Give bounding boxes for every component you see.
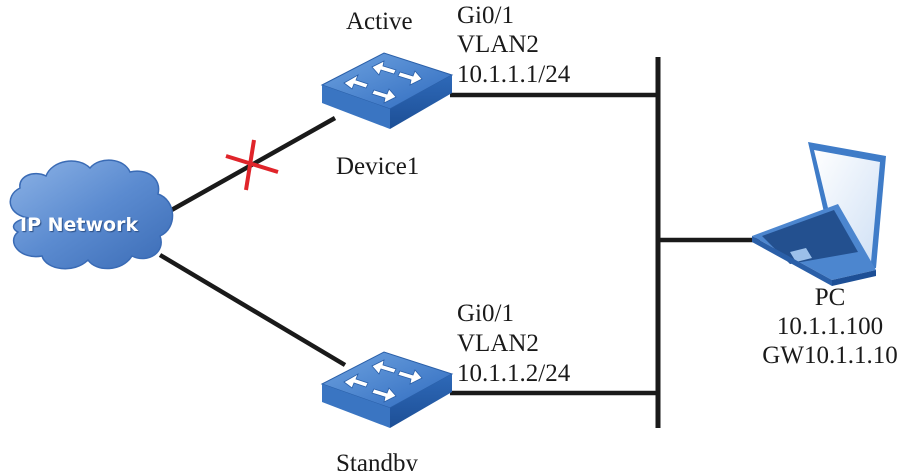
device1-interface-label: Gi0/1 — [457, 2, 514, 29]
device1-ip-label: 10.1.1.1/24 — [457, 61, 571, 88]
device1-role-label: Active — [346, 8, 413, 35]
device1-vlan-label: VLAN2 — [457, 31, 539, 58]
link-cloud-standby — [158, 253, 347, 367]
laptop-icon — [752, 142, 886, 286]
standby-interface-label: Gi0/1 — [457, 300, 514, 327]
device1-name-label: Device1 — [336, 153, 420, 180]
cloud-icon — [9, 159, 174, 270]
cloud-label: IP Network — [20, 214, 139, 236]
pc-gateway-label: GW10.1.1.10 — [762, 342, 898, 369]
pc-ip-label: 10.1.1.100 — [776, 313, 884, 340]
link-down-x-icon — [225, 139, 279, 191]
standby-vlan-label: VLAN2 — [457, 330, 539, 357]
pc-name-label: PC — [814, 284, 846, 311]
standby-role-label: Standby — [336, 450, 418, 471]
standby-ip-label: 10.1.1.2/24 — [457, 360, 571, 387]
device1-switch-icon — [321, 52, 453, 130]
